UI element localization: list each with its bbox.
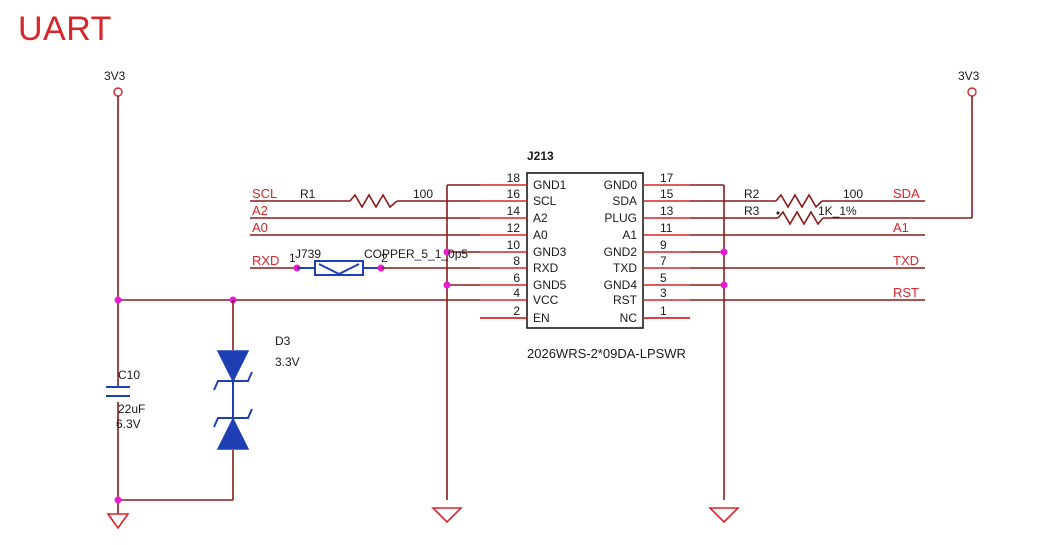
c10-value: 22uF xyxy=(118,402,145,416)
connector-pin-number: 9 xyxy=(660,238,667,252)
connector-pin-name: NC xyxy=(620,311,638,325)
connector-pin-name: A1 xyxy=(622,228,637,242)
j739-value: COPPER_5_1_0p5 xyxy=(364,247,468,261)
connector-pin-name: SCL xyxy=(533,194,557,208)
ground-symbol-left xyxy=(106,513,130,530)
c10-ref: C10 xyxy=(118,368,140,382)
connector-pin-name: SDA xyxy=(612,194,637,208)
connector-pin-number: 11 xyxy=(660,221,673,235)
r3-ref: R3 xyxy=(744,204,760,218)
tvs-diode-lower xyxy=(216,417,250,450)
connector-pin-name: GND4 xyxy=(604,278,638,292)
power-port-right xyxy=(967,87,977,97)
connector-body xyxy=(526,172,644,329)
connector-pin-number: 6 xyxy=(513,271,520,285)
d3-value: 3.3V xyxy=(275,355,300,369)
junction-dot xyxy=(114,496,122,504)
junction-dot xyxy=(720,248,728,256)
connector-pin-name: A2 xyxy=(533,211,548,225)
j739-ref: J739 xyxy=(295,247,321,261)
power-label-left: 3V3 xyxy=(104,69,126,83)
net-label-rxd: RXD xyxy=(252,253,279,268)
d3-ref: D3 xyxy=(275,334,291,348)
net-label-a0: A0 xyxy=(252,220,268,235)
net-label-txd: TXD xyxy=(893,253,919,268)
c10-voltage: 6.3V xyxy=(116,417,141,431)
connector-pin-name: GND5 xyxy=(533,278,567,292)
r1-ref: R1 xyxy=(300,187,316,201)
tvs-diode-upper xyxy=(216,350,250,383)
net-label-rst: RST xyxy=(893,285,919,300)
junction-dot xyxy=(443,248,451,256)
connector-pin-name: VCC xyxy=(533,293,559,307)
connector-pin-name: GND1 xyxy=(533,178,567,192)
connector-pin-number: 1 xyxy=(660,304,667,318)
connector-pin-number: 12 xyxy=(507,221,521,235)
connector-pin-number: 13 xyxy=(660,204,674,218)
j739-pin1: 1 xyxy=(289,251,296,265)
ground-symbol-mid-right xyxy=(708,507,740,524)
r2-value: 100 xyxy=(843,187,863,201)
connector-pin-name: PLUG xyxy=(604,211,637,225)
connector-pin-number: 17 xyxy=(660,171,674,185)
net-label-a2: A2 xyxy=(252,203,268,218)
connector-pin-number: 8 xyxy=(513,254,520,268)
connector-pin-number: 16 xyxy=(507,187,521,201)
r2-ref: R2 xyxy=(744,187,760,201)
connector-pin-number: 7 xyxy=(660,254,667,268)
net-label-a1: A1 xyxy=(893,220,909,235)
connector-pin-number: 15 xyxy=(660,187,674,201)
j739-pin2: 2 xyxy=(381,251,388,265)
connector-pin-name: A0 xyxy=(533,228,548,242)
junction-dot xyxy=(114,296,122,304)
power-port-left xyxy=(113,87,123,97)
connector-part: 2026WRS-2*09DA-LPSWR xyxy=(527,346,686,361)
junction-dot xyxy=(443,281,451,289)
connector-pin-number: 4 xyxy=(513,286,520,300)
connector-pin-number: 5 xyxy=(660,271,667,285)
connector-pin-name: RXD xyxy=(533,261,559,275)
connector-pin-number: 3 xyxy=(660,286,667,300)
net-label-scl: SCL xyxy=(252,186,277,201)
junction-dot xyxy=(720,281,728,289)
connector-pin-number: 18 xyxy=(507,171,521,185)
connector-pin-name: GND0 xyxy=(604,178,638,192)
connector-ref: J213 xyxy=(527,149,554,163)
page-title: UART xyxy=(18,10,112,48)
power-label-right: 3V3 xyxy=(958,69,980,83)
r3-value: 1K_1% xyxy=(818,204,857,218)
connector-pin-name: EN xyxy=(533,311,550,325)
connector-pin-number: 2 xyxy=(513,304,520,318)
connector-pin-number: 10 xyxy=(507,238,521,252)
r1-value: 100 xyxy=(413,187,433,201)
connector-pin-name: GND3 xyxy=(533,245,567,259)
connector-pin-name: TXD xyxy=(613,261,637,275)
connector-pin-name: GND2 xyxy=(604,245,638,259)
ground-symbol-mid-left xyxy=(431,507,463,524)
connector-pin-name: RST xyxy=(613,293,638,307)
connector-pin-number: 14 xyxy=(507,204,521,218)
net-label-sda: SDA xyxy=(893,186,920,201)
